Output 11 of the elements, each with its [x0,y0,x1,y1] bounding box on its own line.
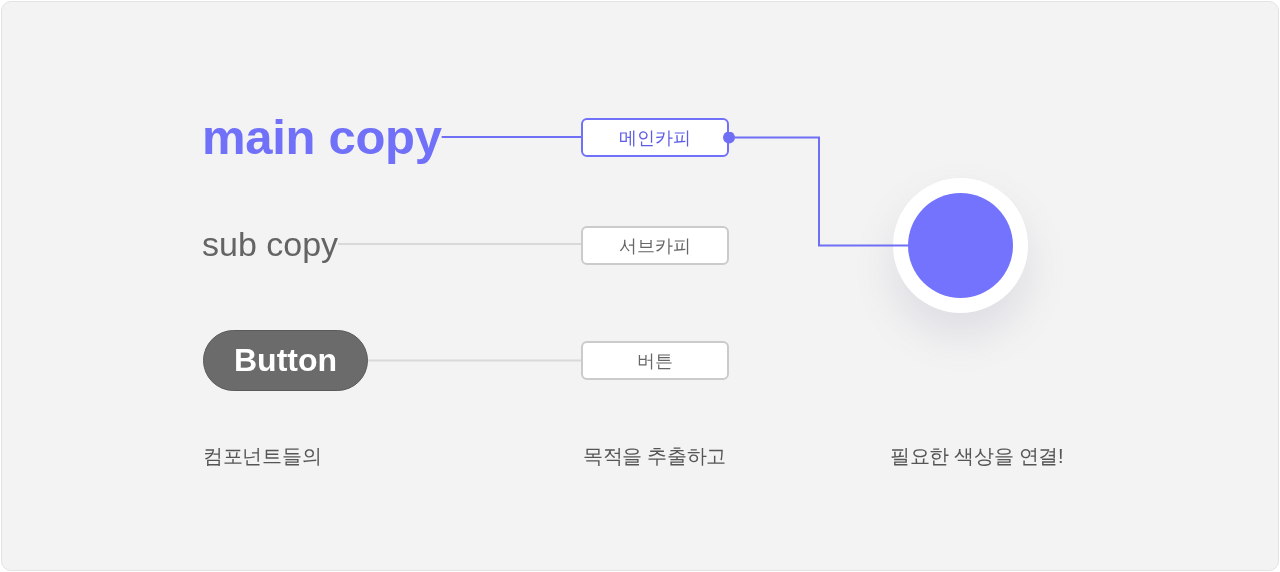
caption-text: 필요한 색상을 연결! [890,444,1064,469]
tag-label: 버튼 [581,341,729,380]
caption-text: 목적을 추출하고 [583,444,727,469]
pill-button: Button [203,330,368,391]
tag-label: 메인카피 [581,118,729,157]
caption-text: 컴포넌트들의 [203,444,322,469]
connector-line [723,131,909,247]
connector-line [440,136,582,138]
subheadline-text: sub copy [202,224,339,264]
headline-text: main copy [202,111,442,163]
tag-label: 서브카피 [581,226,729,265]
